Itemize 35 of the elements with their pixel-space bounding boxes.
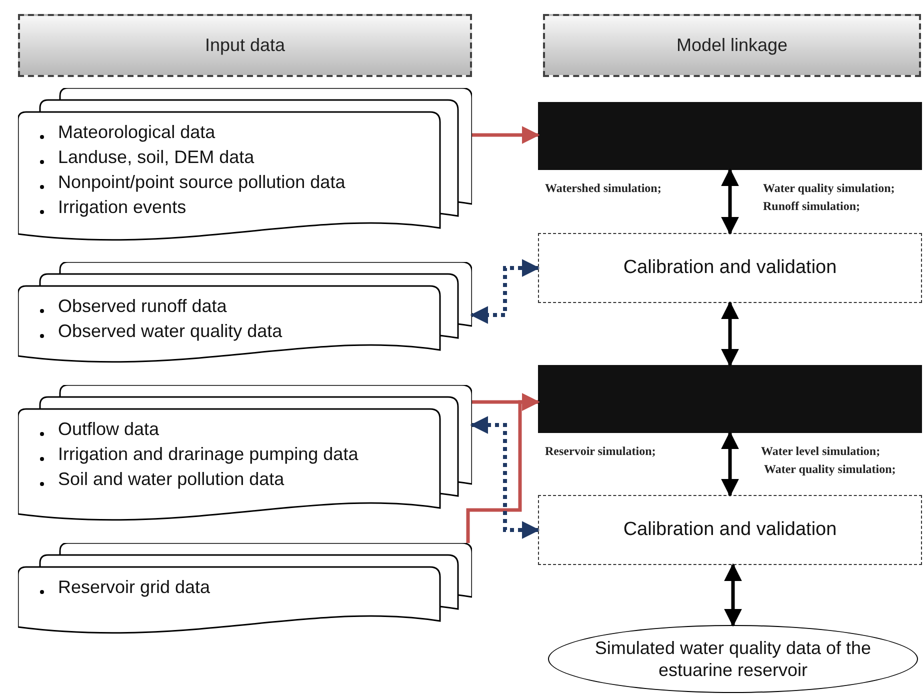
list-item-text: Nonpoint/point source pollution data xyxy=(58,171,346,194)
list-item-text: Soil and water pollution data xyxy=(58,468,284,491)
document-stack xyxy=(18,385,472,522)
annotation-text: Runoff simulation; xyxy=(763,198,860,215)
list-item-text: Reservoir grid data xyxy=(58,576,210,599)
arrow xyxy=(721,168,739,235)
annotation-text: Reservoir simulation; xyxy=(545,443,656,460)
model-box xyxy=(538,365,922,433)
arrow xyxy=(472,126,540,144)
process-box: Calibration and validation xyxy=(538,233,922,303)
document-stack xyxy=(18,543,472,635)
document-stack xyxy=(18,88,472,242)
model-box xyxy=(538,102,922,170)
arrow xyxy=(466,393,540,543)
annotation-text: Watershed simulation; xyxy=(545,180,662,197)
list-item-text: Observed runoff data xyxy=(58,295,227,318)
list-item-text: Landuse, soil, DEM data xyxy=(58,146,254,169)
arrow xyxy=(721,431,739,497)
annotation-text: Water quality simulation; xyxy=(763,180,895,197)
list-item-text: Irrigation and drarinage pumping data xyxy=(58,443,358,466)
output-ellipse: Simulated water quality data of the estuarine reservoir xyxy=(548,625,918,693)
annotation-text: Water level simulation; xyxy=(761,443,880,460)
list-item-text: Observed water quality data xyxy=(58,320,282,343)
header-box: Model linkage xyxy=(543,14,921,77)
annotation-text: Water quality simulation; xyxy=(764,461,896,478)
list-item-text: Outflow data xyxy=(58,418,160,441)
arrow xyxy=(724,563,742,627)
arrow xyxy=(470,416,540,539)
process-box: Calibration and validation xyxy=(538,495,922,565)
list-item-text: Mateorological data xyxy=(58,121,216,144)
header-box: Input data xyxy=(18,14,472,77)
list-item-text: Irrigation events xyxy=(58,196,186,219)
arrow xyxy=(721,301,739,367)
arrow xyxy=(470,259,540,324)
document-stack xyxy=(18,262,472,364)
